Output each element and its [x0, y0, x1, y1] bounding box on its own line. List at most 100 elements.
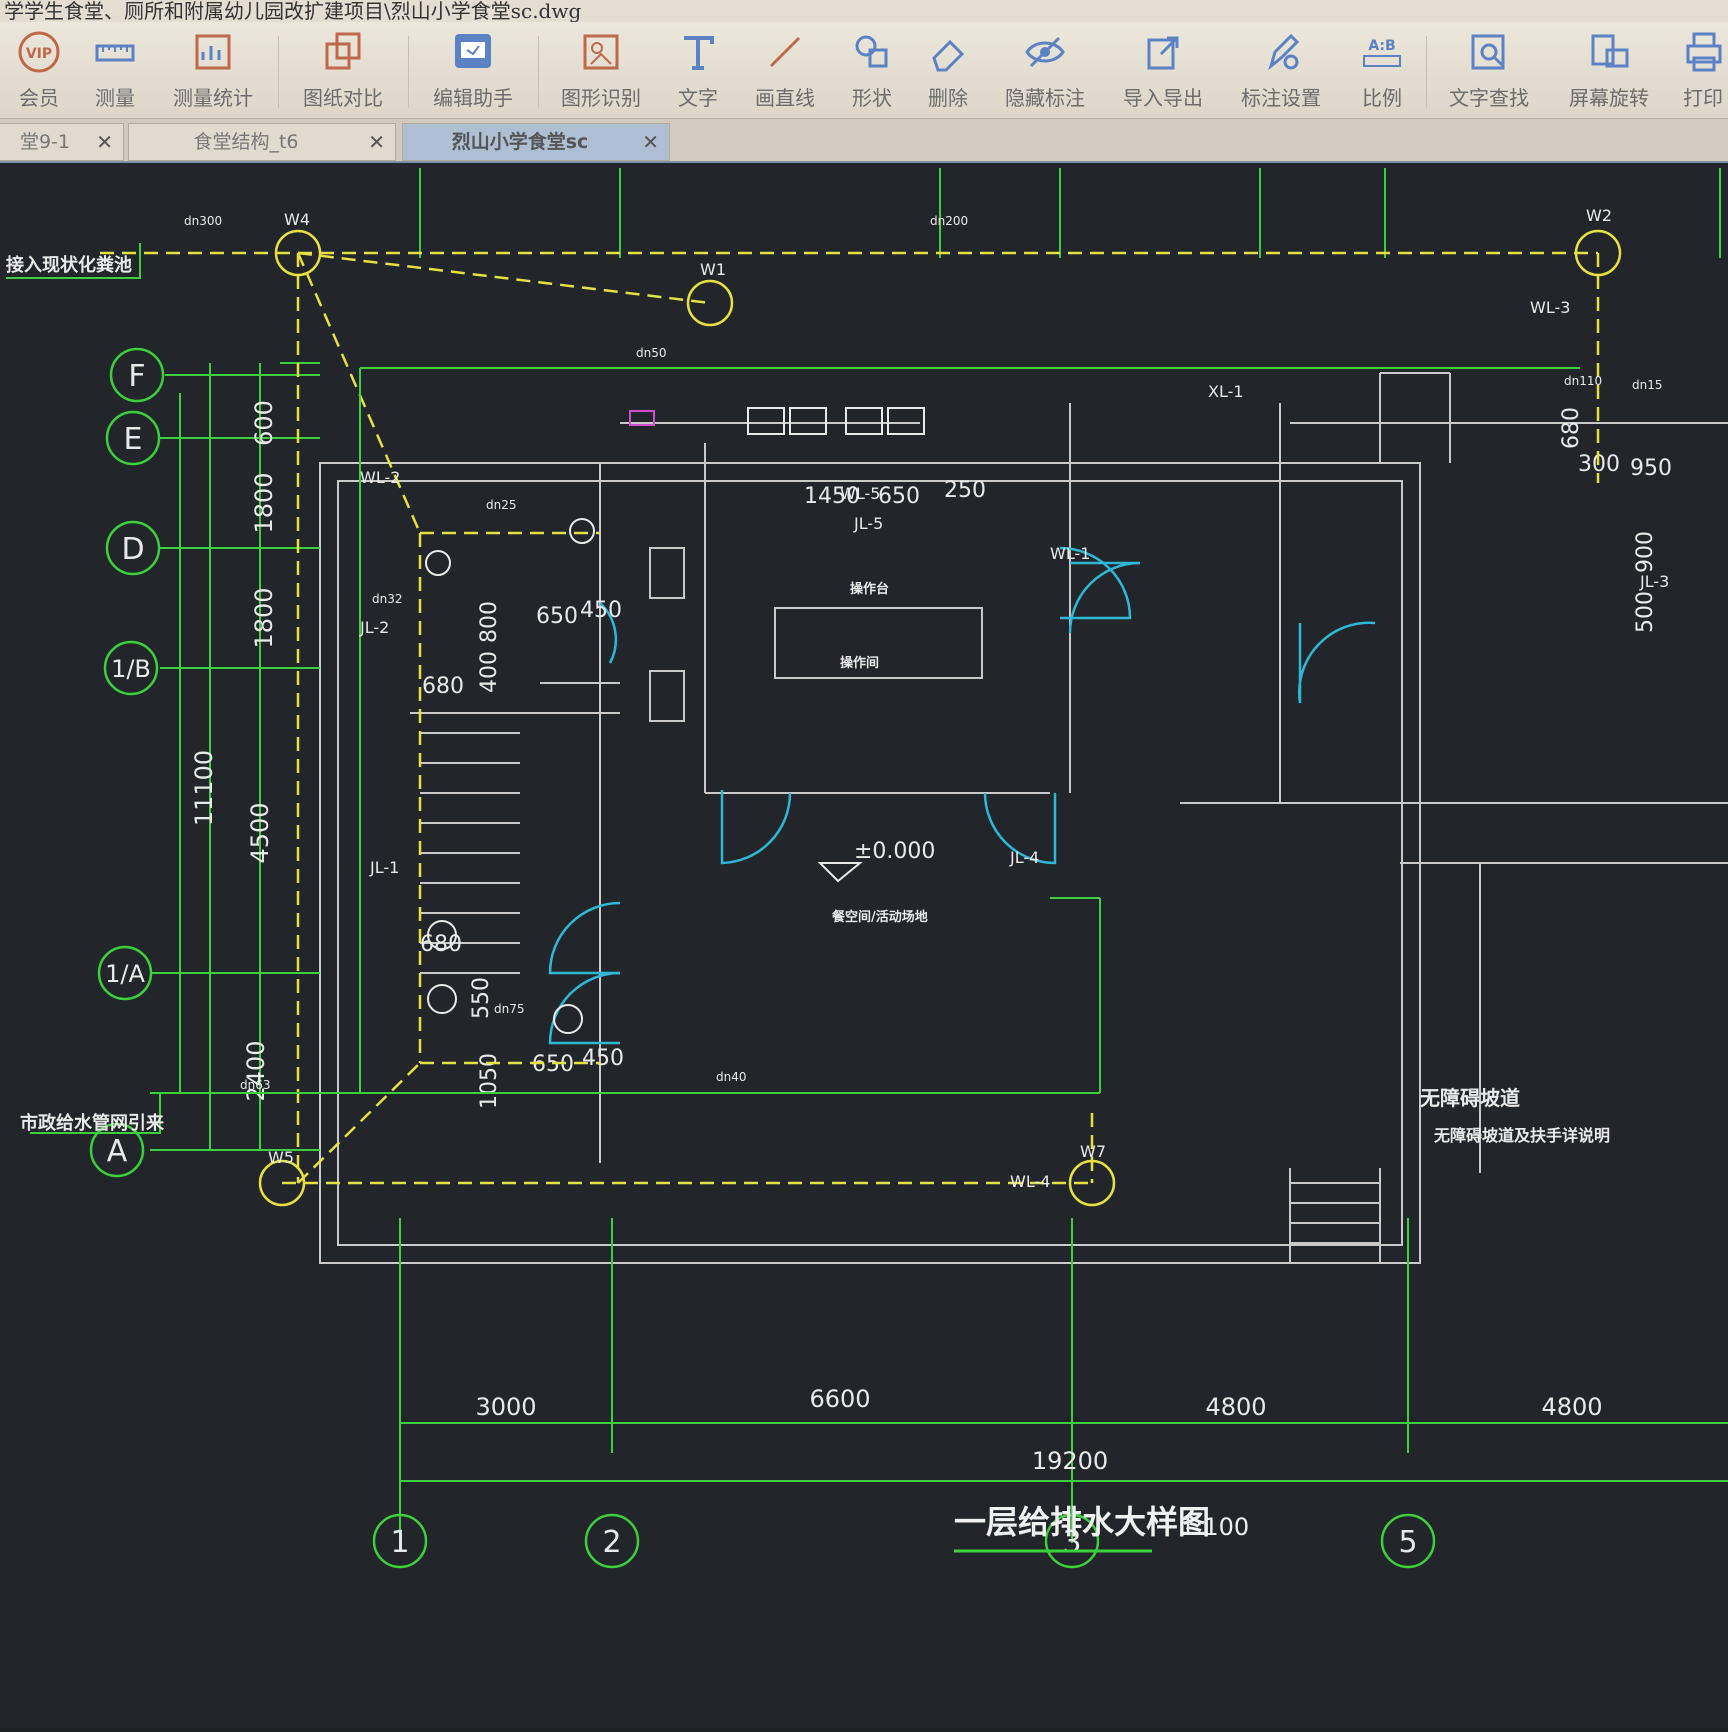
ruler-icon	[95, 44, 135, 62]
drawing-title: 一层给排水大样图	[954, 1503, 1210, 1541]
screen-rotate-icon	[1591, 34, 1629, 68]
tool-label: 画直线	[755, 86, 815, 110]
grid-label-row: 1/B	[111, 655, 151, 683]
dim-label: 800	[477, 601, 502, 643]
pipe-size: dn300	[184, 214, 222, 228]
scale-icon: A:B	[1363, 38, 1401, 67]
tab-lieshan-canteen[interactable]: 烈山小学食堂sc✕	[402, 123, 670, 161]
elevation-label: ±0.000	[854, 839, 935, 864]
dim-label: 4800	[1541, 1393, 1602, 1421]
tab-label: 食堂结构_t6	[193, 131, 299, 153]
tool-label: 会员	[19, 86, 59, 110]
grid-label-row: 1/A	[105, 960, 145, 988]
vip-icon: VIP	[18, 31, 60, 73]
dim-label: 550	[469, 977, 494, 1019]
kitchen-equipment	[425, 407, 925, 1034]
pipe-labels: WL-1 WL-2 WL-3 WL-4 WL-5 JL-1 JL-2 JL-3 …	[359, 298, 1669, 1191]
vip-button[interactable]: VIP 会员	[8, 28, 70, 114]
grid-lines	[150, 168, 1728, 1543]
edit-assistant-button[interactable]: 编辑助手	[426, 28, 520, 114]
print-button[interactable]: 打印	[1680, 28, 1726, 114]
svg-text:VIP: VIP	[26, 46, 52, 62]
tool-label: 隐藏标注	[1005, 86, 1085, 110]
water-supply-pipes	[6, 243, 1580, 1134]
cad-drawing: F E D 1/B 1/A A 1 2 3 5 3000 6600 4800 4…	[6, 168, 1728, 1569]
svg-text:A:B: A:B	[1368, 38, 1395, 54]
room-label: 操作台	[850, 581, 889, 597]
compare-icon	[325, 32, 361, 70]
dim-label: 450	[582, 1046, 624, 1071]
import-export-icon	[1147, 36, 1179, 70]
pipe-label: WL-1	[1050, 544, 1090, 563]
dim-label: 4500	[246, 802, 274, 863]
dim-label: 600	[250, 400, 278, 446]
doors	[548, 546, 1376, 1045]
close-icon[interactable]: ✕	[642, 130, 659, 154]
inner-dimensions: 1450 650 250 650 450 800 400 680 680 550…	[420, 407, 1672, 1109]
hide-annotation-button[interactable]: 隐藏标注	[998, 28, 1092, 114]
tab-canteen-structure[interactable]: 食堂结构_t6 ✕	[128, 123, 396, 161]
compare-button[interactable]: 图纸对比	[296, 28, 390, 114]
text-search-button[interactable]: 文字查找	[1442, 28, 1536, 114]
grid-label-col: 5	[1398, 1525, 1417, 1560]
drawing-scale: 1:100	[1180, 1513, 1249, 1541]
measure-button[interactable]: 测量	[84, 28, 146, 114]
toolbar-separator	[408, 36, 409, 108]
pipe-label: WL-4	[1010, 1172, 1050, 1191]
pipe-label: WL-2	[360, 468, 400, 487]
room-label: 操作间	[840, 655, 879, 671]
dim-label: 3000	[475, 1393, 536, 1421]
import-export-button[interactable]: 导入导出	[1116, 28, 1210, 114]
text-button[interactable]: 文字	[668, 28, 728, 114]
scale-button[interactable]: A:B 比例	[1352, 28, 1412, 114]
screen-rotate-button[interactable]: 屏幕旋转	[1562, 28, 1656, 114]
tool-label: 导入导出	[1123, 86, 1203, 110]
annotation-settings-button[interactable]: 标注设置	[1234, 28, 1328, 114]
well-label: W1	[700, 260, 726, 279]
close-icon[interactable]: ✕	[96, 130, 113, 154]
shape-recognition-button[interactable]: 图形识别	[554, 28, 648, 114]
tool-label: 文字	[678, 86, 718, 110]
tool-label: 比例	[1362, 86, 1402, 110]
tool-label: 图形识别	[561, 86, 641, 110]
pipe-label: WL-5	[840, 484, 880, 503]
drawing-canvas[interactable]: F E D 1/B 1/A A 1 2 3 5 3000 6600 4800 4…	[0, 163, 1728, 1728]
grid-label-col: 1	[390, 1525, 409, 1560]
pipe-label: JL-5	[853, 514, 883, 533]
print-icon	[1686, 32, 1722, 72]
measure-stats-button[interactable]: 测量统计	[166, 28, 260, 114]
well-label: W5	[268, 1148, 294, 1167]
shape-recognition-icon	[583, 34, 619, 70]
pipe-size-labels: dn300 dn200 dn50 dn25 dn40 dn63 dn75 dn1…	[184, 214, 1663, 1092]
grid-labels: F E D 1/B 1/A A 1 2 3 5	[105, 359, 1417, 1560]
pipe-size: dn40	[716, 1070, 747, 1084]
pipe-size: dn32	[372, 592, 403, 606]
dim-label: 650	[878, 484, 920, 509]
tool-label: 测量统计	[173, 86, 253, 110]
dim-label: 1050	[477, 1053, 502, 1109]
well-label: W2	[1586, 206, 1612, 225]
tool-label: 标注设置	[1241, 86, 1321, 110]
delete-button[interactable]: 删除	[918, 28, 978, 114]
dim-label: 1450	[804, 484, 860, 509]
dim-label: 2400	[242, 1040, 270, 1101]
note-text: 市政给水管网引来	[20, 1112, 165, 1134]
toolbar: VIP 会员 测量 测量统计 图纸对比 编辑助手 图形识别 文字 画直线 形状 …	[0, 22, 1728, 119]
shape-button[interactable]: 形状	[842, 28, 902, 114]
dimensions: 3000 6600 4800 4800 19200 11100 600 1800…	[190, 400, 1603, 1475]
dim-label: 400	[477, 651, 502, 693]
dim-label: 500	[1633, 591, 1658, 633]
tab-canteen-9-1[interactable]: 堂9-1✕	[0, 123, 124, 161]
dim-label: 4800	[1205, 1393, 1266, 1421]
dim-label: 250	[944, 478, 986, 503]
close-icon[interactable]: ✕	[368, 130, 385, 154]
toolbar-separator	[538, 36, 539, 108]
dim-label: 1800	[250, 472, 278, 533]
tool-label: 屏幕旋转	[1569, 86, 1649, 110]
well-label: W4	[284, 210, 310, 229]
elevation-marker	[817, 862, 863, 883]
note-text: 无障碍坡道	[1420, 1086, 1520, 1110]
grid-label-row: A	[107, 1134, 128, 1169]
dim-label: 11100	[190, 750, 218, 826]
draw-line-button[interactable]: 画直线	[748, 28, 822, 114]
